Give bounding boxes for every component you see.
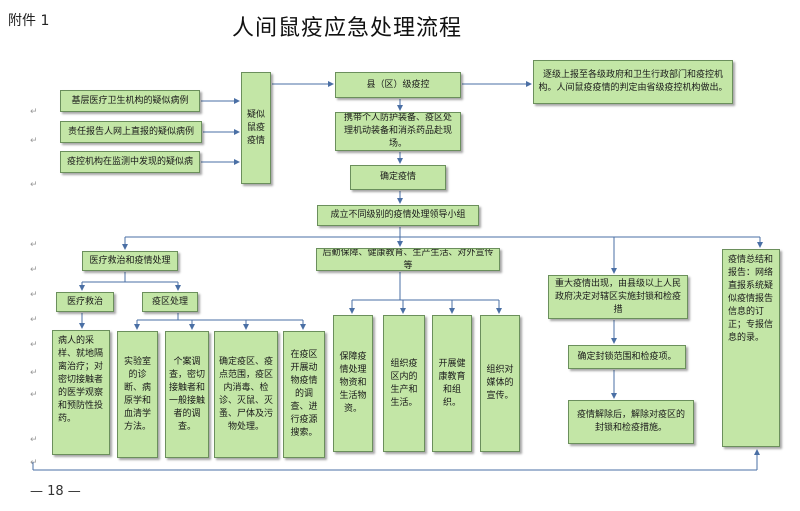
node-report: 逐级上报至各级政府和卫生行政部门和疫控机构。人间鼠疫疫情的判定由省级疫控机构做出… [533,60,733,104]
page-number: — 18 — [30,484,81,499]
paragraph-mark-icon: ↵ [30,265,38,275]
paragraph-mark-icon: ↵ [30,435,38,445]
node-education: 开展健康教育和组织。 [432,315,472,452]
node-county: 县（区）级疫控 [335,72,461,98]
node-logistics: 后勤保障、健康教育、生产生活、对外宣传等 [316,248,500,271]
paragraph-mark-icon: ↵ [30,290,38,300]
node-investigate: 个案调查，密切接触者和一般接触者的调查。 [165,331,209,458]
node-medical: 医疗救治和疫情处理 [82,251,178,271]
node-define: 确定疫区、疫点范围，疫区内消毒、检诊、灭鼠、灭蚤、尸体及污物处理。 [214,331,278,458]
page-title: 人间鼠疫应急处理流程 [232,16,463,41]
node-suspected: 疑似鼠疫疫情 [241,72,271,184]
paragraph-mark-icon: ↵ [30,240,38,250]
node-blockade: 确定封锁范围和检疫项。 [568,345,686,369]
attachment-label: 附件 1 [8,13,50,29]
node-lab: 实验室的诊断、病原学和血清学方法。 [117,331,158,458]
node-source3: 疫控机构在监测中发现的疑似病 [60,151,200,173]
paragraph-mark-icon: ↵ [30,315,38,325]
paragraph-mark-icon: ↵ [30,368,38,378]
node-summary: 疫情总结和报告：网络直报系统疑似疫情报告信息的订正；专报信息的录。 [722,249,780,447]
node-lift: 疫情解除后，解除对疫区的封锁和检疫措施。 [568,400,694,444]
node-leadership: 成立不同级别的疫情处理领导小组 [317,205,479,226]
node-source1: 基层医疗卫生机构的疑似病例 [60,90,200,112]
node-production: 组织疫区内的生产和生活。 [383,315,425,452]
paragraph-mark-icon: ↵ [30,458,38,468]
node-supply: 保障疫情处理物资和生活物资。 [333,315,373,452]
node-source2: 责任报告人网上直报的疑似病例 [60,121,202,143]
node-major: 重大疫情出现，由县级以上人民政府决定对辖区实施封锁和检疫措 [548,275,688,319]
paragraph-mark-icon: ↵ [30,340,38,350]
node-treat: 医疗救治 [56,292,114,312]
node-carry: 携带个人防护装备、疫区处理机动装备和消杀药品赴现场。 [335,112,461,151]
node-area: 疫区处理 [142,292,198,312]
paragraph-mark-icon: ↵ [30,136,38,146]
paragraph-mark-icon: ↵ [30,107,38,117]
paragraph-mark-icon: ↵ [30,390,38,400]
node-animal: 在疫区开展动物疫情的调查、进行疫源搜索。 [283,331,325,458]
paragraph-mark-icon: ↵ [30,180,38,190]
node-media: 组织对媒体的宣传。 [480,315,520,452]
node-patient: 病人的采样、就地隔离治疗；对密切接触者的医学观察和预防性投药。 [52,330,110,455]
node-confirm: 确定疫情 [350,165,446,190]
